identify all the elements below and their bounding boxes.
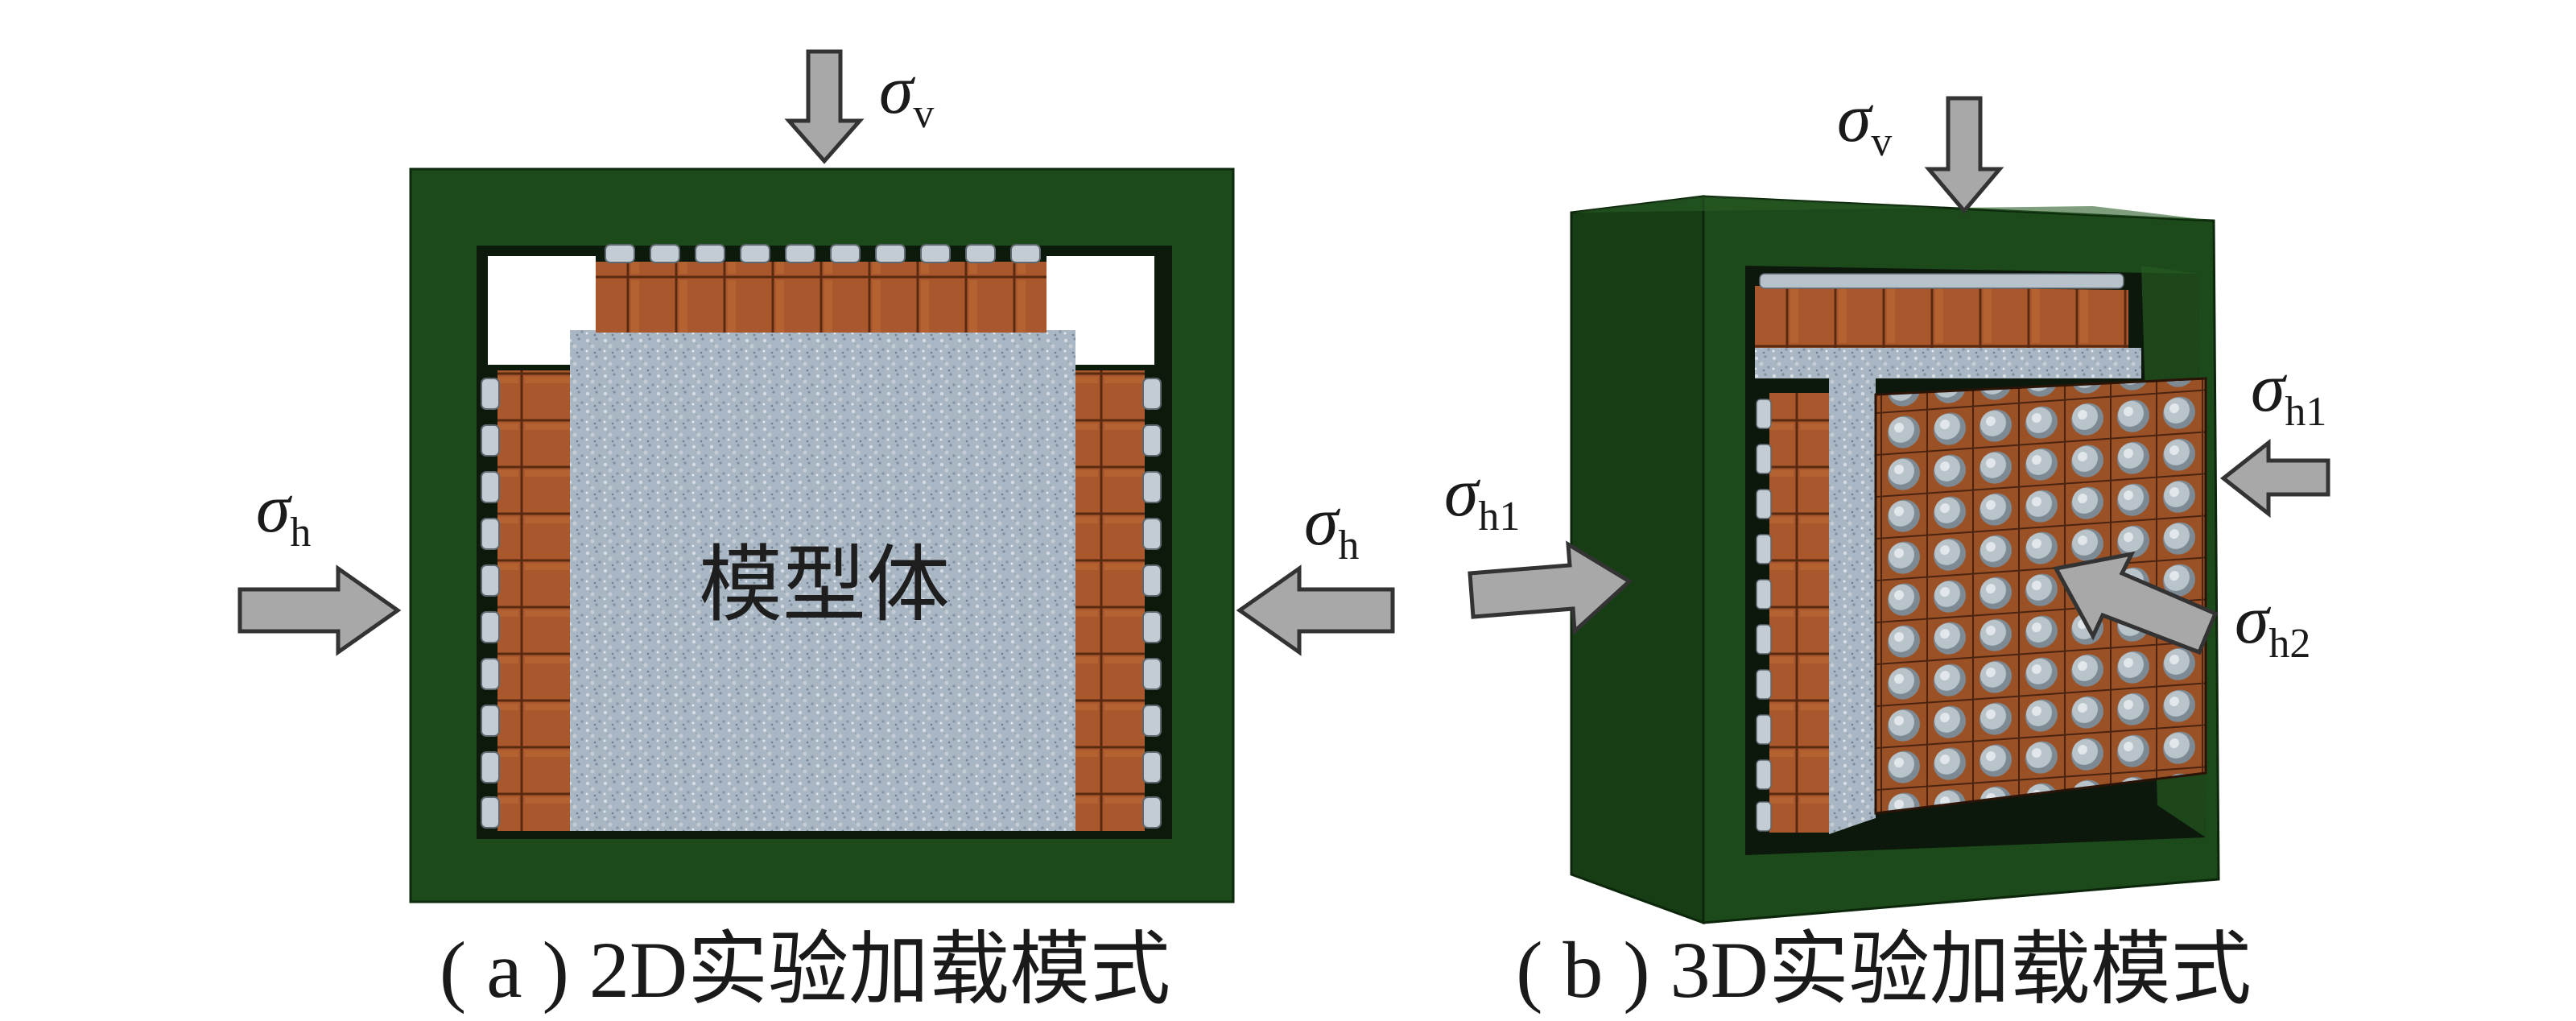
arrow-sigma-v-2d: [784, 49, 865, 164]
label-sigma-h1-right-3d: σh1: [2251, 349, 2326, 435]
label-sigma-h-left-2d: σh: [256, 469, 311, 556]
label-sigma-h2-3d: σh2: [2235, 581, 2310, 667]
model-body-top-slab-3d: [1755, 348, 2141, 378]
frame-top-edge-3d: [1571, 196, 2214, 221]
left-loading-blocks-3d: [1769, 393, 1829, 833]
label-sigma-h-right-2d: σh: [1304, 482, 1359, 568]
arrow-sigma-h1-left-3d: [1468, 540, 1633, 636]
label-sigma-v-2d: σv: [879, 51, 934, 137]
left-pistons-3d: [1756, 399, 1772, 832]
model-body-label: 模型体: [699, 535, 950, 634]
arrow-sigma-h-left-2d: [237, 564, 402, 656]
caption-b: ( b ) 3D实验加载模式: [1516, 925, 2252, 1015]
top-pistons-2d: [605, 244, 1041, 263]
label-sigma-v-3d: σv: [1837, 79, 1892, 165]
label-sigma-h1-left-3d: σh1: [1444, 453, 1520, 539]
panel-b-3d: σv σh1 σh1 σh2 ( b ) 3D实验加载模式: [1444, 79, 2330, 1015]
right-loading-blocks-2d: [1075, 370, 1145, 831]
arrow-sigma-h2-3d: [2053, 551, 2219, 655]
right-pistons-2d: [1142, 378, 1162, 829]
model-body-2d: [570, 330, 1075, 831]
top-pistons-3d: [1759, 273, 2124, 289]
top-loading-blocks-2d: [596, 262, 1046, 333]
arrow-sigma-h-right-2d: [1236, 564, 1395, 656]
arrow-sigma-h1-right-3d: [2219, 438, 2330, 519]
model-body-vertical-slab-3d: [1829, 378, 1876, 834]
arrow-sigma-v-3d: [1924, 96, 2004, 214]
front-piston-array-3d: [1874, 377, 2207, 815]
top-loading-blocks-3d: [1755, 286, 2128, 348]
caption-a: ( a ) 2D实验加载模式: [440, 925, 1170, 1015]
panel-a-2d: 模型体 σv σh σh ( a ) 2D实验加载模式: [237, 49, 1395, 1015]
left-loading-blocks-2d: [497, 370, 570, 831]
left-pistons-2d: [481, 378, 500, 829]
